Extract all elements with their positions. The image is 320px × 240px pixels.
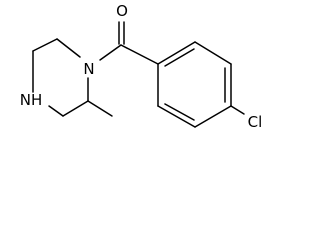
bond-aryl-5-inner xyxy=(164,103,195,121)
atom-label-oxygen: O xyxy=(116,2,128,20)
piperazine-ring xyxy=(32,38,89,117)
bond-aryl-1-inner xyxy=(164,48,195,67)
molecule-structure: O N NH Cl xyxy=(20,2,263,131)
bond-aryl-4 xyxy=(194,105,232,128)
bond-aryl-cl xyxy=(230,105,245,115)
bond-aryl-5 xyxy=(157,105,196,128)
bond-aryl-2 xyxy=(194,41,232,65)
atom-label-amide-nitrogen: N xyxy=(83,60,94,78)
bond-carbonyl-aryl xyxy=(120,44,159,65)
bond-methyl xyxy=(87,100,113,117)
bond-ring-bottom-right xyxy=(62,100,89,117)
bond-ring-top-left xyxy=(32,38,58,52)
atom-label-chlorine: Cl xyxy=(248,113,263,131)
bond-ring-bottom-left xyxy=(48,105,64,117)
bond-n-carbonyl xyxy=(99,44,122,61)
atom-label-amine-nitrogen: NH xyxy=(20,91,43,109)
bond-carbonyl-double xyxy=(118,21,125,45)
bond-aryl-1 xyxy=(157,41,196,65)
chlorophenyl-ring xyxy=(157,41,232,128)
bond-ring-top xyxy=(56,38,81,58)
